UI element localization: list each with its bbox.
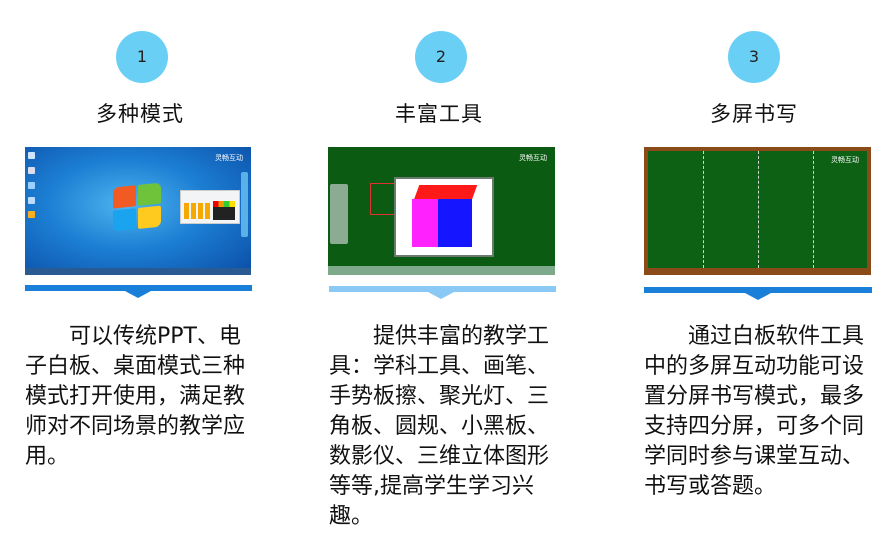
feature-column-2: 2 丰富工具 灵畅互动 提供丰富的教学工具：学科工具、画笔、手势板擦、聚光灯、三…: [300, 0, 590, 547]
brand-logo: 灵畅互动: [831, 156, 859, 164]
windows-logo-icon: [113, 182, 163, 233]
split-divider: [758, 151, 759, 268]
arrow-down-icon: [428, 292, 454, 299]
description-text: 通过白板软件工具中的多屏互动功能可设置分屏书写模式，最多支持四分屏，可多个同学同…: [644, 324, 865, 499]
desktop-icon: [28, 197, 35, 204]
description-text: 提供丰富的教学工具：学科工具、画笔、手势板擦、聚光灯、三角板、圆规、小黑板、数影…: [329, 324, 550, 529]
desktop-icon: [28, 152, 35, 159]
step-number-badge: 3: [728, 31, 780, 83]
desktop-icon: [28, 182, 35, 189]
divider-bar: [329, 286, 556, 292]
feature-title: 多种模式: [96, 102, 184, 126]
feature-description: 提供丰富的教学工具：学科工具、画笔、手势板擦、聚光灯、三角板、圆规、小黑板、数影…: [329, 322, 565, 532]
bottom-toolbar: [328, 266, 555, 275]
cube-left: [412, 199, 438, 247]
chalkboard: 灵畅互动: [648, 151, 867, 268]
brand-logo: 灵畅互动: [519, 154, 547, 162]
brand-logo: 灵畅互动: [215, 154, 243, 162]
feature-column-3: 3 多屏书写 灵畅互动 通过白板软件工具中的多屏互动功能可设置分屏书写模式，最多…: [610, 0, 896, 547]
feature-description: 通过白板软件工具中的多屏互动功能可设置分屏书写模式，最多支持四分屏，可多个同学同…: [644, 322, 880, 502]
taskbar: [25, 268, 251, 275]
feature-column-1: 1 多种模式 灵畅互动 可以传统PPT、电子白板、桌面模式三种模式打开使用，满足…: [0, 0, 280, 547]
screenshot-whiteboard-tools: 灵畅互动: [328, 147, 555, 275]
feature-title: 丰富工具: [395, 102, 483, 126]
split-divider: [703, 151, 704, 268]
feature-description: 可以传统PPT、电子白板、桌面模式三种模式打开使用，满足教师对不同场景的教学应用…: [25, 322, 257, 472]
tool-panel: [330, 184, 348, 244]
description-text: 可以传统PPT、电子白板、桌面模式三种模式打开使用，满足教师对不同场景的教学应用…: [25, 324, 246, 469]
desktop-icon: [28, 167, 35, 174]
3d-cube-window: [394, 177, 494, 257]
divider-bar: [644, 287, 872, 293]
desktop-icon: [28, 211, 35, 218]
feature-title: 多屏书写: [710, 102, 798, 126]
arrow-down-icon: [125, 291, 151, 298]
divider-bar: [25, 285, 252, 291]
toolbar-sidebar: [241, 172, 248, 237]
screenshot-split-screen: 灵畅互动: [644, 147, 871, 275]
arrow-down-icon: [745, 293, 771, 300]
step-number-badge: 2: [415, 31, 467, 83]
tool-panel: [180, 190, 240, 224]
step-number-badge: 1: [116, 31, 168, 83]
screenshot-desktop-mode: 灵畅互动: [25, 147, 251, 275]
cube-right: [438, 199, 472, 247]
split-divider: [813, 151, 814, 268]
